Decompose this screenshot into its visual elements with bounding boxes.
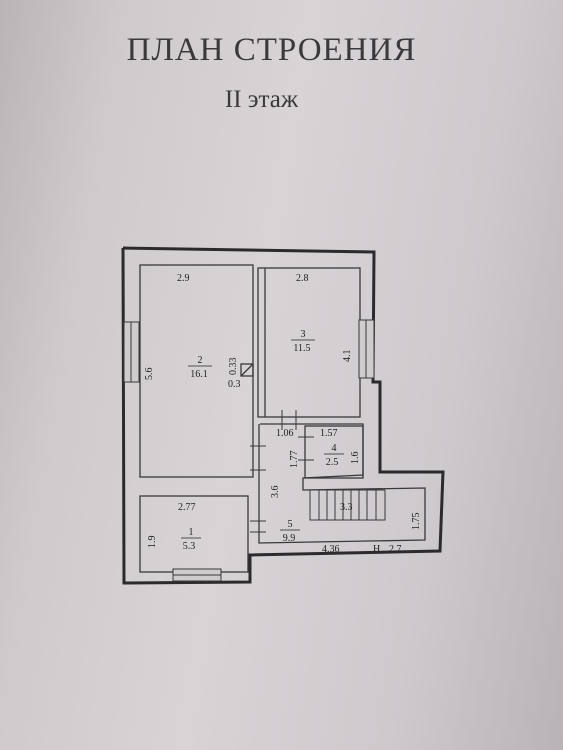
dim-right-side: 1.75 [411,513,422,531]
room-3-area: 11.5 [293,343,310,354]
dim-corridor-side: 1.77 [289,451,300,469]
dim-hall-top: 1.06 [276,428,294,439]
dimension-labels: 2.9 2.8 5.6 4.1 0.33 0.3 1.06 1.57 1.6 1… [144,273,422,555]
doors [250,410,314,533]
dim-room1-top: 2.77 [178,502,196,513]
floor-subtitle: II этаж [224,86,299,113]
dim-chimney-w: 0.3 [228,379,241,390]
room-2-area: 16.1 [190,369,208,380]
dim-bottom-right: 2.7 [389,544,402,555]
room-5-number: 5 [288,519,293,530]
room-1-number: 1 [189,527,194,538]
dim-bottom-width: 4.36 [322,544,340,555]
room-4-outline [304,425,364,479]
room-4-number: 4 [332,443,337,454]
dim-room3-side: 4.1 [342,350,353,363]
dim-room4-top: 1.57 [320,428,338,439]
room-4-area: 2.5 [326,457,339,468]
dim-room1-side: 1.9 [147,536,158,549]
page-title: ПЛАН СТРОЕНИЯ [126,32,417,68]
dim-stairs-width: 3.3 [340,502,353,513]
room-2-number: 2 [198,355,203,366]
dim-chimney-h: 0.33 [228,358,239,376]
stairs [309,489,386,521]
room-3-number: 3 [301,329,306,340]
room-labels: 2 16.1 3 11.5 4 2.5 1 5.3 5 9.9 [181,329,344,552]
dim-room2-side: 5.6 [144,368,155,381]
dim-bottom-h-label: Н [373,544,380,555]
windows [123,319,375,582]
dim-room2-top: 2.9 [177,273,190,284]
inner-walls [139,264,426,573]
chimney-box [240,363,254,377]
dim-hall-side: 3.6 [270,486,281,499]
dim-room4-side: 1.6 [350,452,361,465]
dim-room3-top: 2.8 [296,273,309,284]
room-5-area: 9.9 [283,533,296,544]
room-1-area: 5.3 [183,541,196,552]
